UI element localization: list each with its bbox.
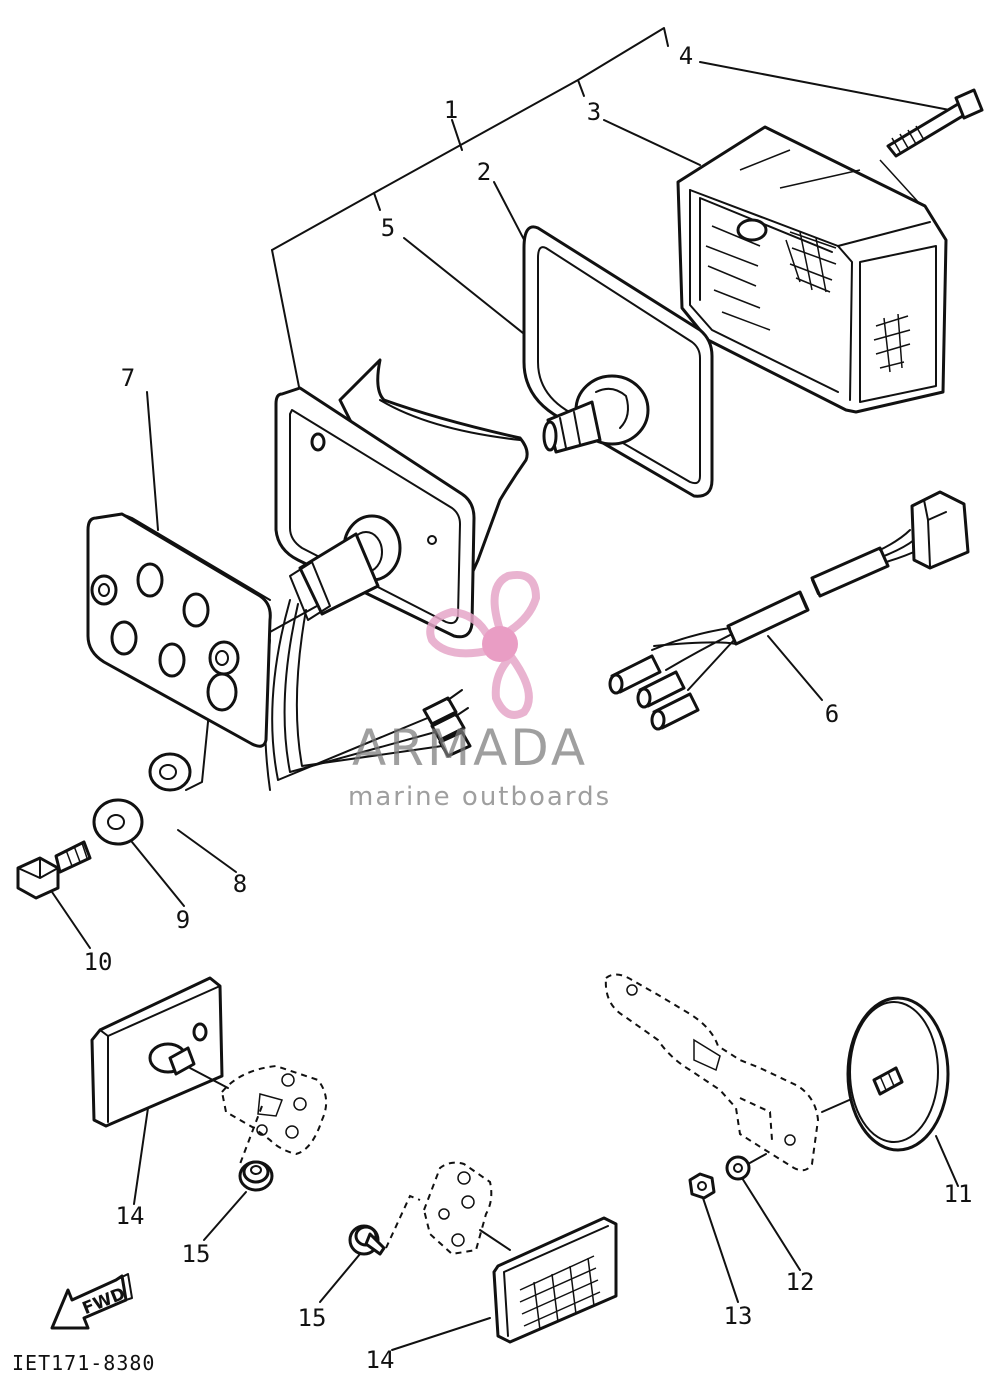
label-part-14-lower: 14: [366, 1346, 395, 1374]
watermark: ARMADA marine outboards: [348, 571, 611, 812]
label-part-7: 7: [121, 364, 135, 392]
label-part-14-upper: 14: [116, 1202, 145, 1230]
part-11-round-reflector: [846, 996, 950, 1152]
part-12-washer: [725, 1155, 751, 1181]
watermark-tagline: marine outboards: [348, 782, 611, 812]
label-part-15-lower: 15: [298, 1304, 327, 1332]
label-part-8: 8: [233, 870, 247, 898]
label-part-1: 1: [444, 96, 458, 124]
part-15-nut-upper: [238, 1160, 274, 1192]
watermark-brand: ARMADA: [352, 719, 588, 777]
part-3-lens: [676, 125, 948, 414]
label-part-3: 3: [587, 98, 601, 126]
part-9-washer: [92, 798, 144, 846]
label-part-15-upper: 15: [182, 1240, 211, 1268]
bracket-right-dashed: [604, 973, 873, 1172]
label-part-4: 4: [679, 42, 693, 70]
label-part-9: 9: [176, 906, 190, 934]
propeller-logo: [426, 571, 541, 719]
part-labels: 1 2 3 4 5 6 7 8 9 10 11 12 13 14 14 15 1…: [84, 42, 973, 1374]
part-2-gasket: [522, 225, 714, 498]
part-5-bulb: [542, 374, 650, 454]
part-15-nut-lower: [348, 1224, 386, 1256]
part-14-reflector-left: [90, 976, 229, 1128]
part-1-lamp-body: [274, 358, 529, 639]
assembly-bracket-lines: [271, 27, 669, 393]
label-part-11: 11: [944, 1180, 973, 1208]
label-part-10: 10: [84, 948, 113, 976]
part-13-nut: [688, 1172, 716, 1200]
lamp-wiring: [264, 599, 472, 791]
label-part-2: 2: [477, 158, 491, 186]
part-7-gasket-plate: [86, 512, 272, 748]
part-6-wire-harness: [608, 490, 970, 731]
bracket-left-dashed: [220, 1064, 328, 1165]
label-part-13: 13: [724, 1302, 753, 1330]
drawing-code: IET171-8380: [12, 1351, 155, 1375]
part-14-reflector-bottom: [492, 1216, 618, 1344]
forward-direction-arrow: FWD: [50, 1273, 133, 1330]
label-part-5: 5: [381, 214, 395, 242]
part-8-washer: [148, 752, 192, 792]
bracket-center-dashed: [385, 1161, 511, 1256]
part-10-bolt: [16, 840, 92, 900]
part-4-screw: [886, 88, 984, 158]
label-part-12: 12: [786, 1268, 815, 1296]
label-part-6: 6: [825, 700, 839, 728]
